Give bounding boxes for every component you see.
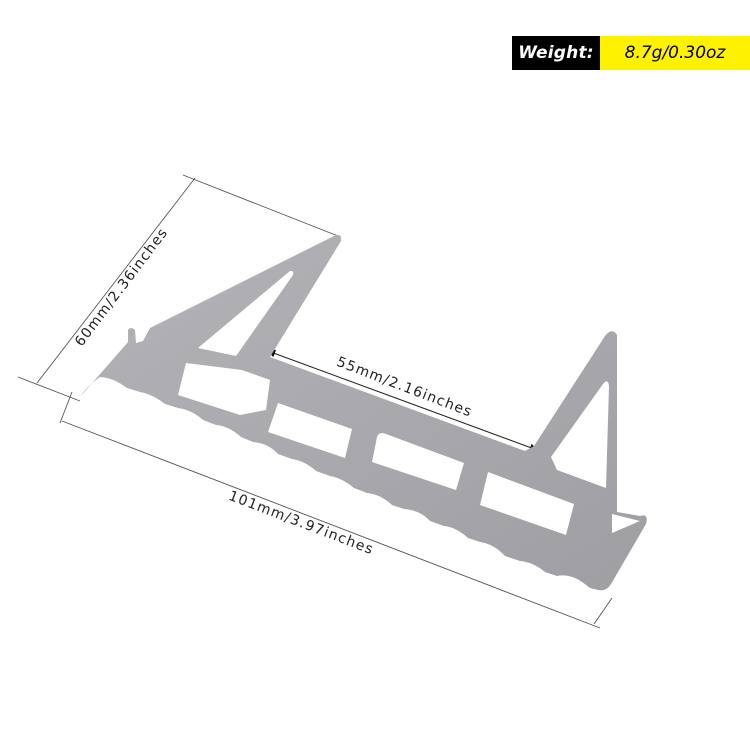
inner-width-arrow [267, 349, 538, 452]
weight-badge: Weight: 8.7g/0.30oz [512, 36, 750, 70]
length-dimension-lines [59, 391, 613, 629]
pot-stand [80, 234, 647, 591]
weight-value: 8.7g/0.30oz [600, 36, 750, 70]
weight-label: Weight: [512, 36, 600, 70]
